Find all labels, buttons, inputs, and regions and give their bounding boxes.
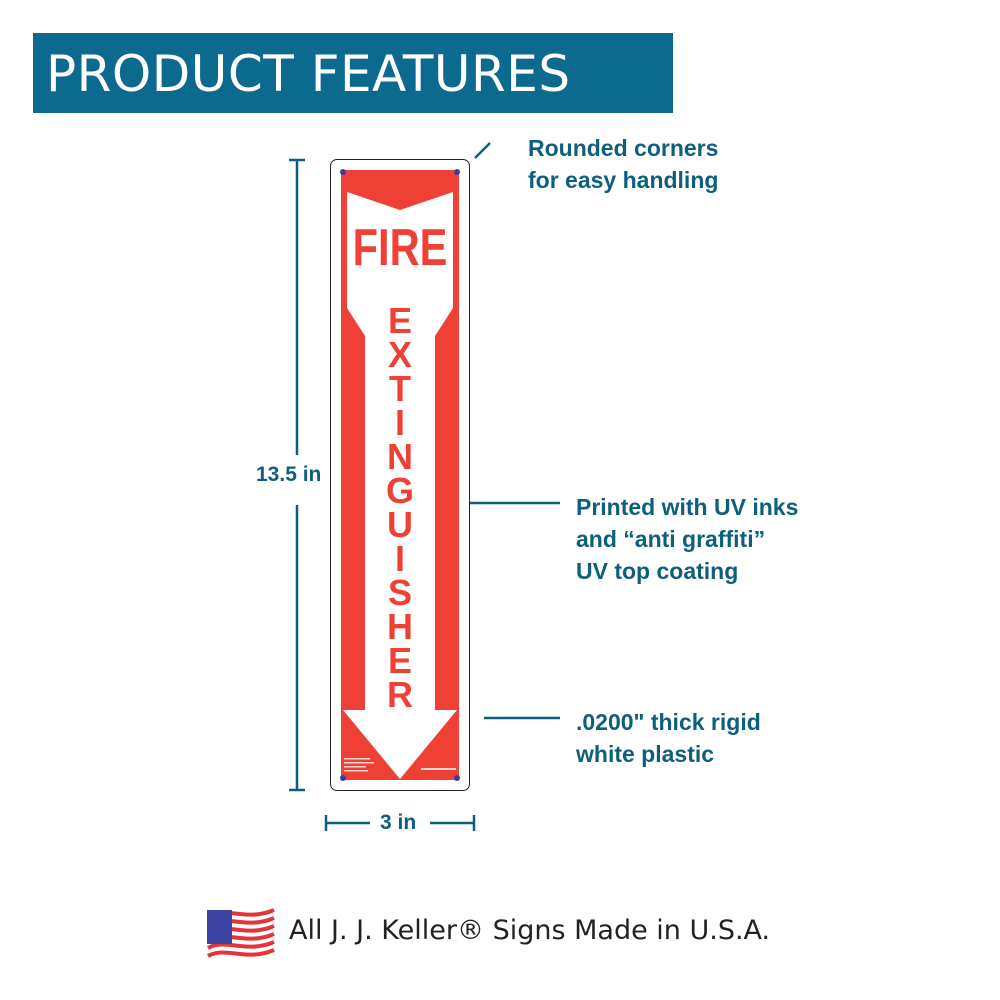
- us-flag-icon: [207, 908, 275, 958]
- sign-letter: X: [387, 334, 412, 375]
- sign-extinguisher-text: E X T I N G U I S H E R: [331, 300, 469, 730]
- made-in-usa-text: All J. J. Keller® Signs Made in U.S.A.: [289, 915, 771, 946]
- callout-line: and “anti graffiti”: [576, 526, 766, 552]
- page-title: PRODUCT FEATURES: [46, 45, 571, 103]
- sign-letter: R: [387, 674, 413, 715]
- arrow-graphic: [340, 169, 460, 781]
- callout-line: .0200" thick rigid: [576, 709, 761, 735]
- callout-plastic: .0200" thick rigid white plastic: [576, 706, 761, 770]
- width-label: 3 in: [380, 811, 417, 835]
- sign-fire-text: FIRE: [352, 219, 448, 277]
- callout-line: Rounded corners: [528, 135, 719, 161]
- callout-line: Printed with UV inks: [576, 494, 799, 520]
- sign-letter: N: [387, 436, 413, 477]
- sign-letter: U: [387, 504, 413, 545]
- sign-letter: H: [387, 606, 413, 647]
- callout-line: white plastic: [576, 741, 715, 767]
- sign-letter: I: [394, 402, 405, 443]
- sign-letter: G: [385, 470, 414, 511]
- callout-uv-inks: Printed with UV inks and “anti graffiti”…: [576, 491, 798, 587]
- sign-letter: T: [389, 368, 411, 409]
- callout-line: for easy handling: [528, 167, 719, 193]
- callout-line: UV top coating: [576, 558, 739, 584]
- sign-letter: I: [394, 538, 405, 579]
- callout-rounded-corners: Rounded corners for easy handling: [528, 132, 718, 196]
- height-label: 13.5 in: [256, 463, 322, 487]
- sign-letter: E: [387, 640, 412, 681]
- fire-extinguisher-sign: FIRE E X T I N G U I S H E R: [330, 159, 470, 791]
- header-banner: PRODUCT FEATURES: [33, 33, 673, 113]
- sign-letter: S: [387, 572, 412, 613]
- sign-letter: E: [387, 300, 412, 341]
- callout-leader-corners: [474, 142, 491, 159]
